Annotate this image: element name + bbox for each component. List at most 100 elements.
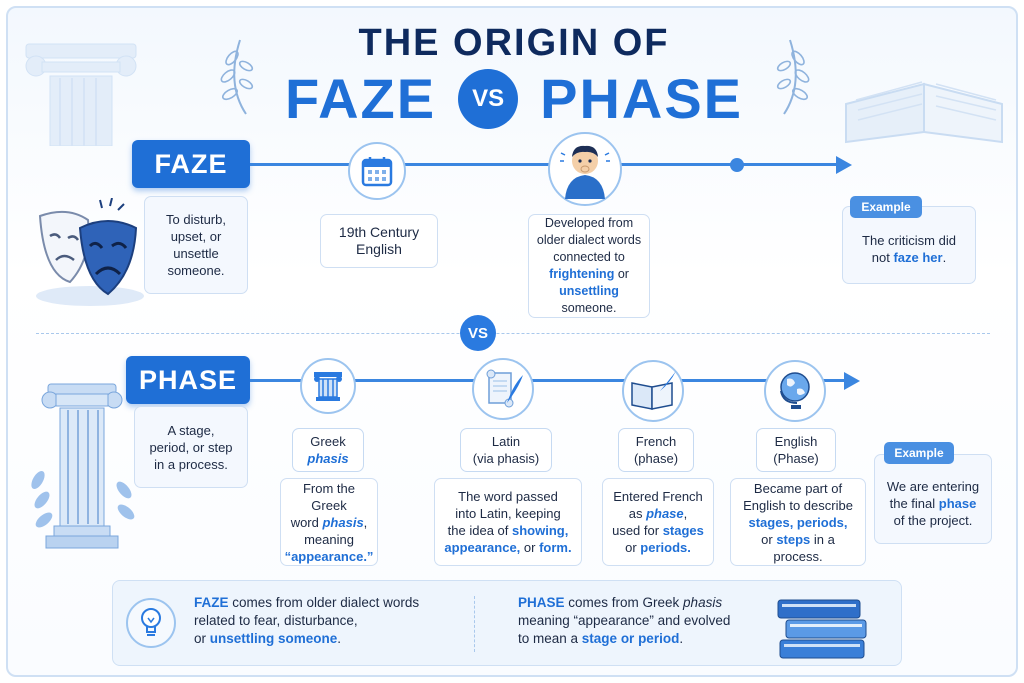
stage-text: Developed from — [544, 216, 634, 230]
desc-text: From the Greek — [302, 480, 355, 513]
desc-text: into Latin, keeping — [455, 506, 561, 521]
desc-text: in a process. — [773, 531, 835, 564]
greek-column-icon — [300, 358, 356, 414]
faze-definition: To disturb, upset, or unsettle someone. — [144, 196, 248, 294]
summary-text: meaning “appearance” and evolved — [518, 613, 731, 628]
stage-text: or — [617, 267, 629, 281]
summary-highlight: unsettling someone — [209, 631, 338, 646]
highlight-frightening: frightening — [549, 267, 615, 281]
stage-greek-title: Greek phasis — [292, 428, 364, 472]
desc-highlight: steps — [776, 531, 811, 547]
stage-title: Latin — [491, 434, 521, 449]
example-text: the final — [889, 495, 939, 511]
phase-example-label: Example — [884, 442, 954, 464]
stage-latin-title: Latin (via phasis) — [460, 428, 552, 472]
desc-text: word — [290, 514, 323, 530]
example-text: not — [871, 250, 894, 265]
stage-subtitle: (phase) — [633, 451, 679, 466]
faze-def-line: upset, or — [170, 229, 222, 244]
faze-label: FAZE — [132, 140, 250, 188]
highlight-unsettling: unsettling — [559, 284, 619, 298]
phase-def-line: period, or step — [149, 439, 233, 455]
divider — [36, 333, 990, 334]
faze-timeline-dot — [730, 158, 744, 172]
column-illustration-icon — [31, 383, 135, 549]
faze-stage-dialect: Developed from older dialect words conne… — [528, 214, 650, 318]
desc-text: meaning — [304, 531, 354, 547]
phase-timeline-line — [250, 379, 844, 382]
title-line2: FAZE VS PHASE — [8, 66, 1016, 131]
desc-text: as — [628, 506, 647, 521]
summary-phase: PHASE comes from Greek phasis meaning “a… — [518, 594, 778, 648]
stage-french-title: French (phase) — [618, 428, 694, 472]
middle-vs-badge: VS — [460, 315, 496, 351]
theater-masks-icon — [36, 198, 144, 306]
faze-example-label: Example — [850, 196, 922, 218]
desc-text: , — [683, 506, 688, 521]
stage-title: French — [635, 434, 677, 449]
phase-label: PHASE — [126, 356, 250, 404]
stage-greek-desc: From the Greek word phasis, meaning “app… — [280, 478, 378, 566]
desc-highlight: stages — [662, 523, 704, 538]
desc-highlight: phase — [646, 506, 684, 521]
stage-french-desc: Entered French as phase, used for stages… — [602, 478, 714, 566]
stage-latin-desc: The word passed into Latin, keeping the … — [434, 478, 582, 566]
desc-highlight: phasis — [322, 514, 364, 530]
summary-box — [112, 580, 902, 666]
faze-timeline-arrow — [836, 156, 852, 174]
example-highlight: faze her — [893, 250, 943, 265]
stage-subtitle: phasis — [307, 451, 349, 466]
stage-title: Greek — [310, 434, 346, 449]
lightbulb-icon — [126, 598, 176, 648]
worried-person-icon — [548, 132, 622, 206]
phase-definition: A stage, period, or step in a process. — [134, 406, 248, 488]
title-faze: FAZE — [284, 67, 437, 130]
desc-text: or — [520, 540, 540, 555]
desc-highlight: stages, periods, — [748, 514, 848, 530]
desc-highlight: “appearance.” — [284, 548, 374, 564]
stage-text: connected to — [553, 250, 625, 264]
faze-def-line: unsettle — [173, 246, 219, 261]
desc-text: or — [761, 531, 777, 547]
laurel-left-icon — [220, 39, 254, 115]
stage-english-desc: Became part of English to describe stage… — [730, 478, 866, 566]
globe-icon — [764, 360, 826, 422]
title-line1: THE ORIGIN OF — [358, 22, 670, 64]
summary-faze: FAZE comes from older dialect words rela… — [194, 594, 474, 648]
summary-text: comes from Greek — [564, 595, 684, 610]
laurel-right-icon — [776, 39, 810, 115]
desc-highlight: periods. — [640, 540, 691, 555]
summary-text: related to fear, disturbance, — [194, 613, 358, 628]
example-text: The criticism did — [862, 233, 956, 248]
example-text: of the project. — [893, 512, 973, 528]
summary-text: . — [337, 631, 342, 646]
phase-timeline-arrow — [844, 372, 860, 390]
faze-timeline-line — [250, 163, 836, 166]
desc-text: used for — [612, 523, 663, 538]
stage-subtitle: (via phasis) — [472, 451, 540, 466]
phase-def-line: A stage, — [167, 422, 215, 438]
scroll-quill-icon — [472, 358, 534, 420]
book-quill-icon — [622, 360, 684, 422]
example-highlight: phase — [938, 495, 977, 511]
desc-text: , — [363, 514, 368, 530]
summary-highlight: stage or period — [581, 631, 680, 646]
summary-highlight: FAZE — [194, 595, 229, 610]
stage-subtitle: (Phase) — [773, 451, 819, 466]
summary-text: . — [679, 631, 684, 646]
desc-text: The word passed — [458, 489, 558, 504]
desc-text: English to describe — [743, 497, 853, 513]
open-book-icon — [845, 81, 1003, 144]
books-icon — [777, 599, 867, 659]
infographic: THE ORIGIN OF FAZE VS PHASE FAZE — [6, 6, 1018, 677]
summary-text: or — [194, 631, 210, 646]
summary-divider — [474, 596, 475, 652]
title-phase: PHASE — [540, 67, 744, 130]
desc-text: or — [625, 540, 641, 555]
faze-stage-19th-century: 19th Century English — [320, 214, 438, 268]
desc-text: Entered French — [613, 489, 703, 504]
phase-def-line: in a process. — [154, 456, 228, 472]
calendar-icon — [348, 142, 406, 200]
desc-highlight: showing, — [511, 523, 569, 538]
stage-text: older dialect words — [536, 233, 642, 247]
